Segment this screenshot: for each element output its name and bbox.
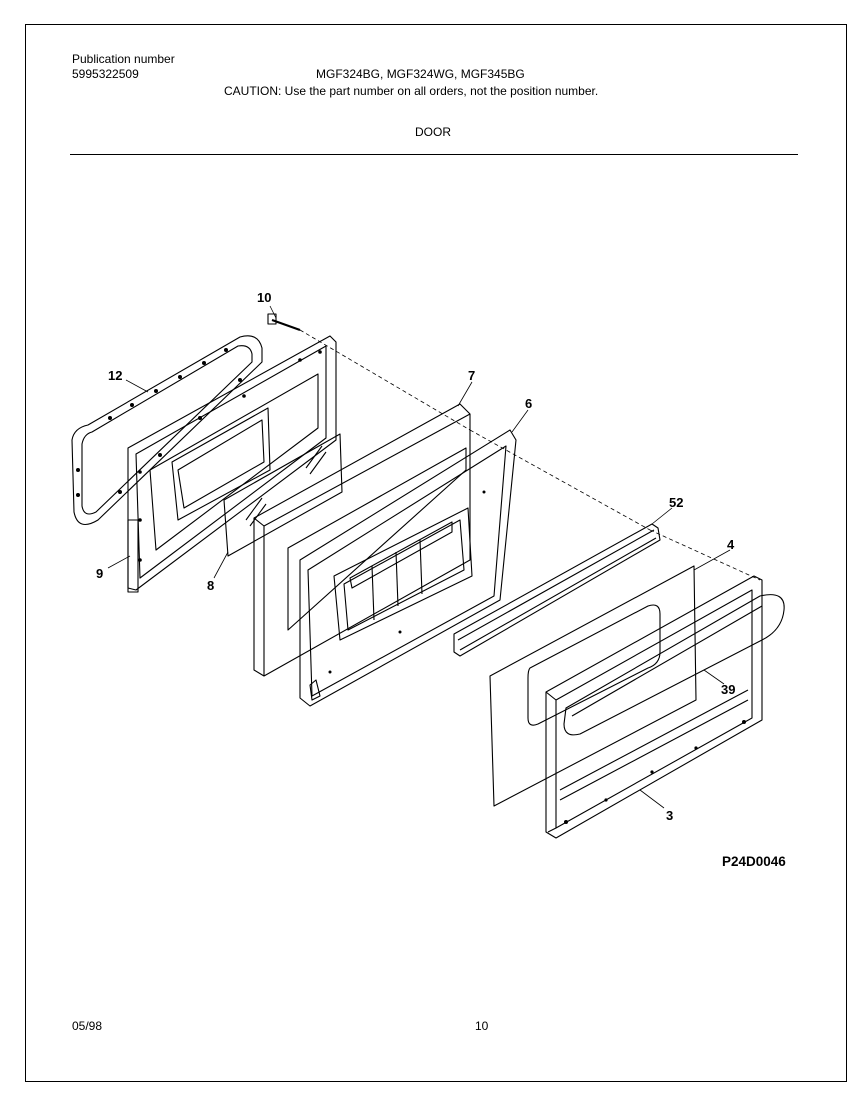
assembly-guide-lines [299, 329, 761, 581]
publication-label: Publication number [72, 52, 175, 66]
part-52-trim-channel [453, 523, 661, 657]
part-7-insulation [253, 403, 471, 677]
callout-39: 39 [721, 682, 735, 697]
header-rule [70, 154, 798, 155]
part-9-door-liner [127, 335, 337, 593]
part-12-gasket [71, 335, 263, 526]
caution-note: CAUTION: Use the part number on all orde… [224, 84, 599, 98]
model-list: MGF324BG, MGF324WG, MGF345BG [316, 67, 525, 81]
callout-3: 3 [666, 808, 673, 823]
publication-number: 5995322509 [72, 67, 139, 81]
part-8-inner-glass [223, 433, 343, 557]
page-frame [25, 24, 847, 1082]
part-39-door-handle [563, 594, 785, 736]
callout-8: 8 [207, 578, 214, 593]
callout-labels: 10 12 7 6 52 4 9 8 39 3 P24D0046 [96, 290, 786, 869]
part-4-outer-glass [489, 565, 697, 807]
drawing-number: P24D0046 [722, 854, 786, 869]
callout-10: 10 [257, 290, 271, 305]
callout-12: 12 [108, 368, 122, 383]
callout-7: 7 [468, 368, 475, 383]
part-6-inner-panel [299, 429, 517, 707]
part-3-door-frame [545, 575, 763, 839]
callout-4: 4 [727, 537, 735, 552]
page-number: 10 [475, 1019, 489, 1033]
callout-6: 6 [525, 396, 532, 411]
part-10-screw [267, 313, 301, 331]
callout-9: 9 [96, 566, 103, 581]
callout-52: 52 [669, 495, 683, 510]
leader-lines [107, 305, 731, 809]
section-title: DOOR [415, 125, 451, 139]
footer-date: 05/98 [72, 1019, 103, 1033]
